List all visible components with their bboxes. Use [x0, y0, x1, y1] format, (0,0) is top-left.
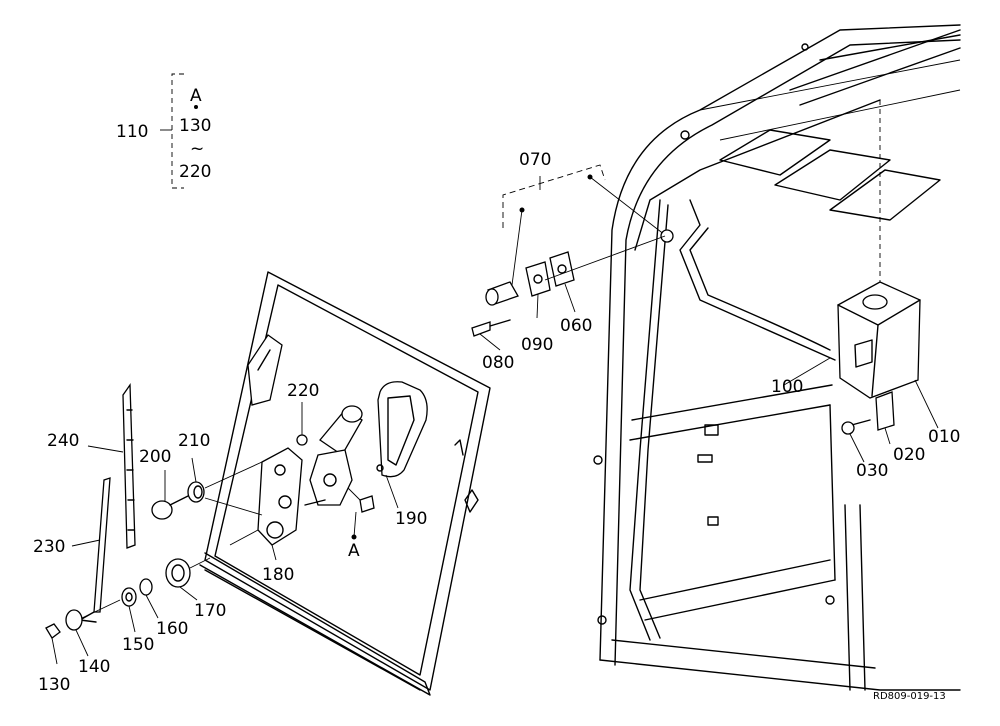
wiper-blade-arm [45, 383, 211, 639]
callout-090: 090 [521, 335, 553, 355]
callout-130: 130 [38, 675, 70, 695]
callout-030: 030 [856, 461, 888, 481]
callout-230: 230 [33, 537, 65, 557]
group-marker-a: A [190, 86, 202, 106]
figure-reference: RD809-019-13 [873, 691, 946, 702]
callout-130-group: 130 [179, 116, 211, 136]
callout-070: 070 [519, 150, 551, 170]
callout-240: 240 [47, 431, 79, 451]
callout-200: 200 [139, 447, 171, 467]
callout-210: 210 [178, 431, 210, 451]
window-panel [199, 271, 491, 696]
callout-010: 010 [928, 427, 960, 447]
range-tilde: ~ [190, 139, 204, 159]
callouts: 110 A 130 ~ 220 240 230 130 140 150 160 … [33, 86, 960, 702]
leader-lines [51, 176, 939, 665]
callout-110: 110 [116, 122, 148, 142]
callout-170: 170 [194, 601, 226, 621]
callout-190: 190 [395, 509, 427, 529]
callout-140: 140 [78, 657, 110, 677]
motor-marker-a: A [348, 541, 360, 561]
callout-180: 180 [262, 565, 294, 585]
cab-frame [593, 24, 961, 691]
callout-100: 100 [771, 377, 803, 397]
parts-070-group [471, 164, 674, 337]
callout-160: 160 [156, 619, 188, 639]
callout-060: 060 [560, 316, 592, 336]
wiper-motor-assembly [151, 381, 428, 546]
callout-150: 150 [122, 635, 154, 655]
callout-220: 220 [287, 381, 319, 401]
callout-220-group: 220 [179, 162, 211, 182]
group-legend-110 [160, 73, 198, 189]
callout-020: 020 [893, 445, 925, 465]
callout-080: 080 [482, 353, 514, 373]
